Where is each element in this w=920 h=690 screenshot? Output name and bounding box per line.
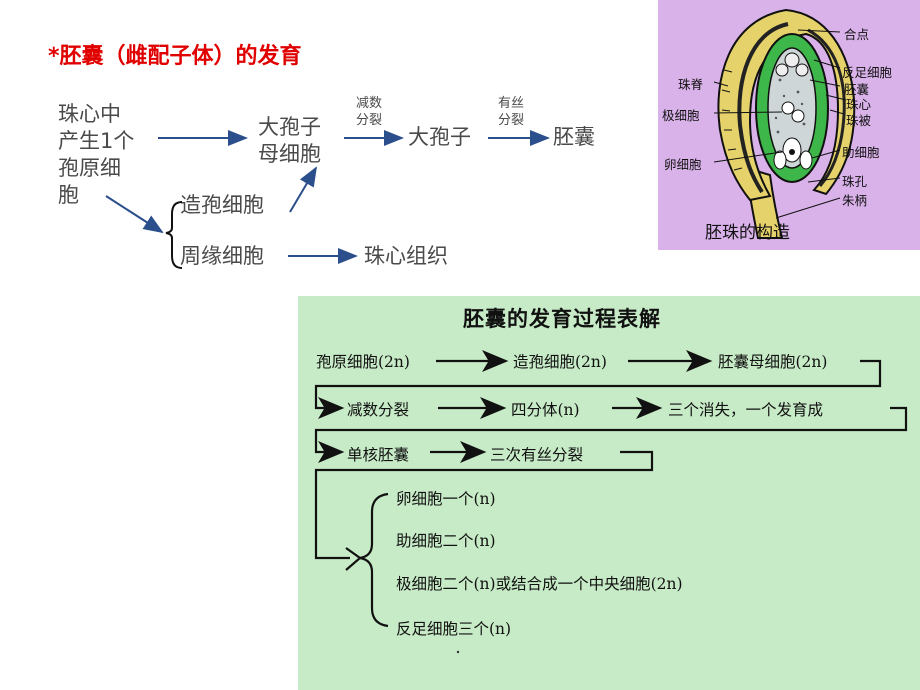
nucellus-tissue: 珠心组织 [364, 244, 448, 268]
meiosis-label-line: 减数 [356, 96, 383, 111]
label-funiculus: 朱柄 [842, 193, 868, 208]
ovule-structure-panel: 合点 珠脊 反足细胞 胚囊 极细胞 珠心 珠被 助细胞 卵细胞 珠孔 朱柄 [658, 0, 920, 250]
label-micropyle: 珠孔 [842, 174, 868, 189]
row3-mitosis: 三次有丝分裂 [490, 446, 584, 464]
label-embryo-sac: 胚囊 [844, 82, 870, 97]
row1-archesporial: 孢原细胞(2n) [316, 353, 410, 371]
mitosis-label-line: 有丝 [498, 96, 525, 111]
process-table-panel [298, 296, 920, 690]
branch-egg: 卵细胞一个(n) [396, 490, 496, 508]
branch-polar: 极细胞二个(n)或结合成一个中央细胞(2n) [396, 575, 683, 593]
label-integument: 珠被 [846, 113, 872, 128]
meiosis-label: 减数 分裂 [356, 95, 382, 129]
label-synergid: 助细胞 [842, 145, 880, 160]
split-brace [165, 201, 183, 269]
branch-synergid: 助细胞二个(n) [396, 532, 496, 550]
source-line: 珠心中 [58, 102, 121, 126]
row1-mother-cell: 胚囊母细胞(2n) [718, 353, 828, 371]
mitosis-label-line: 分裂 [498, 113, 525, 128]
branch-antipodal: 反足细胞三个(n) [396, 620, 512, 638]
megaspore-mother-line: 大孢子 [258, 115, 321, 139]
megaspore-mother-line: 母细胞 [258, 142, 321, 166]
label-egg: 卵细胞 [664, 157, 702, 172]
process-title: 胚囊的发育过程表解 [463, 306, 661, 331]
label-polar: 极细胞 [662, 108, 700, 123]
label-antipodal: 反足细胞 [842, 65, 893, 80]
row1-sporogenous: 造孢细胞(2n) [513, 353, 607, 371]
meiosis-label-line: 分裂 [356, 113, 383, 128]
ovule-caption: 胚珠的构造 [705, 223, 790, 243]
row2-meiosis: 减数分裂 [347, 401, 410, 419]
row2-tetrad: 四分体(n) [511, 401, 580, 419]
label-raphe: 珠脊 [678, 77, 704, 92]
label-nucellus: 珠心 [846, 97, 872, 112]
page-title: *胚囊（雌配子体）的发育 [48, 44, 302, 69]
branch-brace [359, 492, 389, 628]
megaspore: 大孢子 [408, 125, 471, 149]
arrow-source-to-split [105, 195, 164, 234]
row3-uninucleate: 单核胚囊 [347, 446, 410, 464]
source-line: 孢原细 [58, 156, 121, 180]
source-line: 胞 [58, 183, 79, 207]
arrow-sporogenous-to-mother [289, 166, 318, 213]
row2-fate: 三个消失，一个发育成 [668, 401, 824, 419]
source-line: 产生1个 [58, 129, 135, 153]
source-text: 珠心中 产生1个 孢原细 胞 [58, 101, 134, 209]
mitosis-label: 有丝 分裂 [498, 95, 524, 129]
sporogenous-cell: 造孢细胞 [180, 193, 264, 217]
parietal-cell: 周缘细胞 [180, 244, 264, 268]
megaspore-mother-cell: 大孢子 母细胞 [258, 114, 321, 168]
ovule-drawing [713, 8, 856, 239]
label-chalaza: 合点 [844, 27, 870, 42]
embryo-sac: 胚囊 [553, 125, 595, 149]
